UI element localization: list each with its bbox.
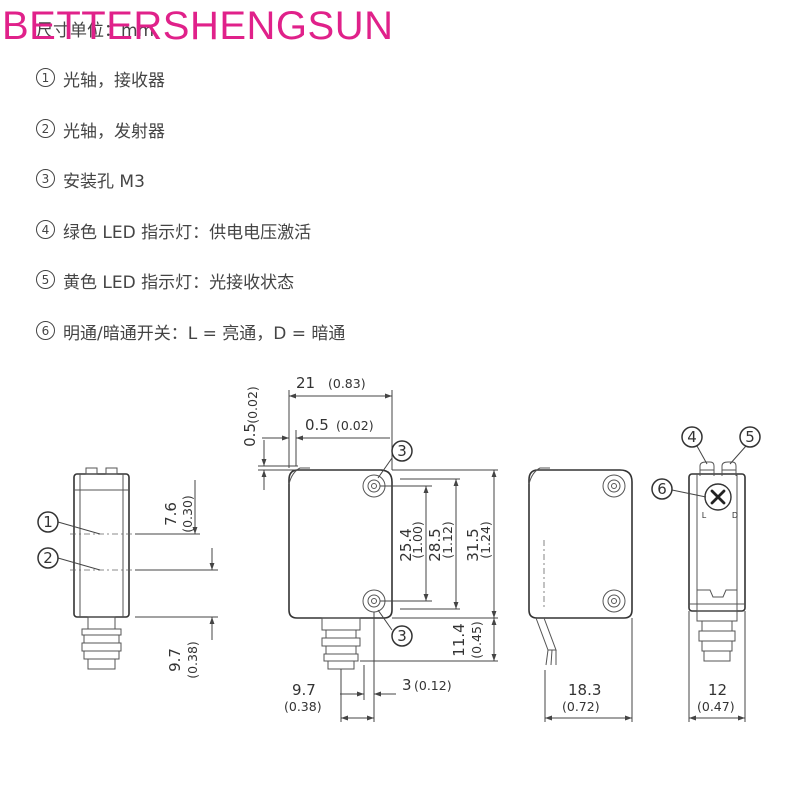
legend-number: 3 [36,169,55,188]
dim-0-5-h-inch: (0.02) [336,418,374,433]
dim-25-4-inch: (1.00) [410,521,425,559]
dim-21: 21 (0.83) [296,374,366,392]
unit-note: 尺寸单位：mm [36,21,155,41]
callout-4: 4 [681,426,708,465]
legend-text: 黄色 LED 指示灯：光接收状态 [63,273,295,293]
dim-18-3-mm: 18.3 [568,681,601,699]
rear-view [528,467,633,666]
svg-text:2: 2 [43,549,53,567]
legend-item: 4 绿色 LED 指示灯：供电电压激活 [36,218,345,269]
dim-25-4: 25.4 (1.00) [397,521,425,562]
dim-9-7-bottom: 9.7 (0.38) [284,681,322,714]
dim-21-mm: 21 [296,374,315,392]
legend-text: 安装孔 M3 [63,172,145,192]
dim-18-3-inch: (0.72) [562,699,600,714]
dim-11-4-mm: 11.4 [450,623,468,656]
dim-18-3: 18.3 (0.72) [562,681,601,714]
legend-item: 5 黄色 LED 指示灯：光接收状态 [36,268,345,319]
legend-item: 3 安装孔 M3 [36,167,345,218]
svg-text:3: 3 [397,627,407,645]
callout-5: 5 [729,426,761,465]
dim-0-5-horizontal: 0.5 (0.02) [305,416,374,434]
dim-12-inch: (0.47) [697,699,735,714]
dim-28-5-inch: (1.12) [440,521,455,559]
dim-3-mm: 3 [402,676,412,694]
dim-28-5-mm: 28.5 [426,528,444,561]
callout-6: 6 [651,478,707,500]
dim-9-7-bottom-mm: 9.7 [292,681,316,699]
legend-number: 5 [36,270,55,289]
dim-11-4-inch: (0.45) [469,621,484,659]
legend-number: 6 [36,320,55,340]
callout-3-top: 3 [377,440,413,479]
dim-11-4: 11.4 (0.45) [450,621,484,659]
legend-text: 绿色 LED 指示灯：供电电压激活 [63,222,312,243]
legend-number: 2 [36,118,55,138]
dim-31-5: 31.5 (1.24) [464,521,493,562]
svg-text:1: 1 [43,513,53,531]
callout-2: 2 [37,547,101,571]
switch-label-l: L [702,511,707,520]
dim-21-inch: (0.83) [328,376,366,391]
dim-0-5-h-mm: 0.5 [305,416,329,434]
dim-3: 3 (0.12) [402,676,452,694]
legend-text: 光轴，发射器 [63,121,165,142]
callout-3-bottom: 3 [377,609,413,647]
svg-text:4: 4 [687,428,697,446]
front-view [70,467,135,670]
back-view [688,461,746,662]
dim-9-7-left-mm: 9.7 [166,648,184,672]
dim-25-4-mm: 25.4 [397,528,415,561]
legend-text: 光轴，接收器 [63,71,165,91]
dim-31-5-inch: (1.24) [478,521,493,559]
callout-1: 1 [37,511,101,535]
dim-7-6-inch: (0.30) [180,495,195,533]
legend-number: 4 [36,219,55,239]
dim-28-5: 28.5 (1.12) [426,521,455,562]
dim-0-5-v-inch: (0.02) [245,386,260,424]
legend-text: 明通/暗通开关：L = 亮通，D = 暗通 [63,323,346,344]
dim-0-5-v-mm: 0.5 [241,423,259,447]
dim-3-inch: (0.12) [414,678,452,693]
svg-text:5: 5 [745,428,755,446]
legend-number: 1 [36,68,55,87]
dim-9-7-bottom-inch: (0.38) [284,699,322,714]
dim-9-7-left-inch: (0.38) [185,641,200,679]
switch-label-d: D [732,511,738,520]
mode-switch: L D [702,483,738,520]
dim-9-7-left: 9.7 (0.38) [166,641,200,679]
legend-item: 1 光轴，接收器 [36,66,345,117]
dim-0-5-vertical: 0.5 (0.02) [241,386,260,447]
svg-text:3: 3 [397,442,407,460]
dim-31-5-mm: 31.5 [464,528,482,561]
svg-text:6: 6 [657,480,667,498]
side-view [288,467,393,670]
dim-7-6-mm: 7.6 [162,502,180,526]
dim-12-mm: 12 [708,681,727,699]
dim-7-6: 7.6 (0.30) [162,495,195,533]
legend-item: 2 光轴，发射器 [36,117,345,168]
legend-item: 6 明通/暗通开关：L = 亮通，D = 暗通 [36,319,345,370]
dim-12: 12 (0.47) [697,681,735,714]
legend-list: 1 光轴，接收器 2 光轴，发射器 3 安装孔 M3 4 绿色 LED 指示灯：供电电压… [36,66,345,369]
watermark: BETTERSHENGSUN [2,4,394,48]
